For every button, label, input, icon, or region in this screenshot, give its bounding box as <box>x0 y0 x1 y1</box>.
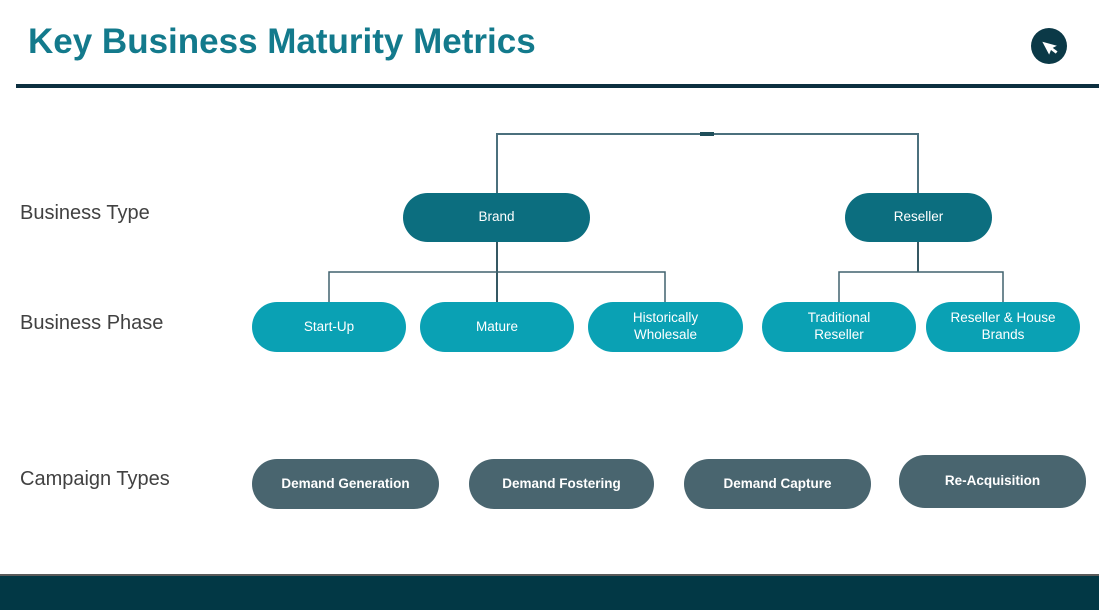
node-reseller-house-brands: Reseller & House Brands <box>926 302 1080 352</box>
row-label-campaign-types: Campaign Types <box>20 468 170 490</box>
cursor-arrow-glyph <box>1042 41 1058 55</box>
node-start-up: Start-Up <box>252 302 406 352</box>
cursor-arrow-icon <box>1031 28 1067 64</box>
page-title: Key Business Maturity Metrics <box>28 22 536 61</box>
node-mature: Mature <box>420 302 574 352</box>
node-traditional-reseller: Traditional Reseller <box>762 302 916 352</box>
node-reseller: Reseller <box>845 193 992 242</box>
node-demand-fostering: Demand Fostering <box>469 459 654 509</box>
node-demand-generation: Demand Generation <box>252 459 439 509</box>
node-demand-capture: Demand Capture <box>684 459 871 509</box>
footer-bar <box>0 574 1099 610</box>
row-label-business-type: Business Type <box>20 202 150 224</box>
node-brand: Brand <box>403 193 590 242</box>
title-underline <box>16 84 1099 88</box>
node-historically-wholesale: Historically Wholesale <box>588 302 743 352</box>
row-label-business-phase: Business Phase <box>20 312 164 334</box>
node-re-acquisition: Re-Acquisition <box>899 455 1086 508</box>
